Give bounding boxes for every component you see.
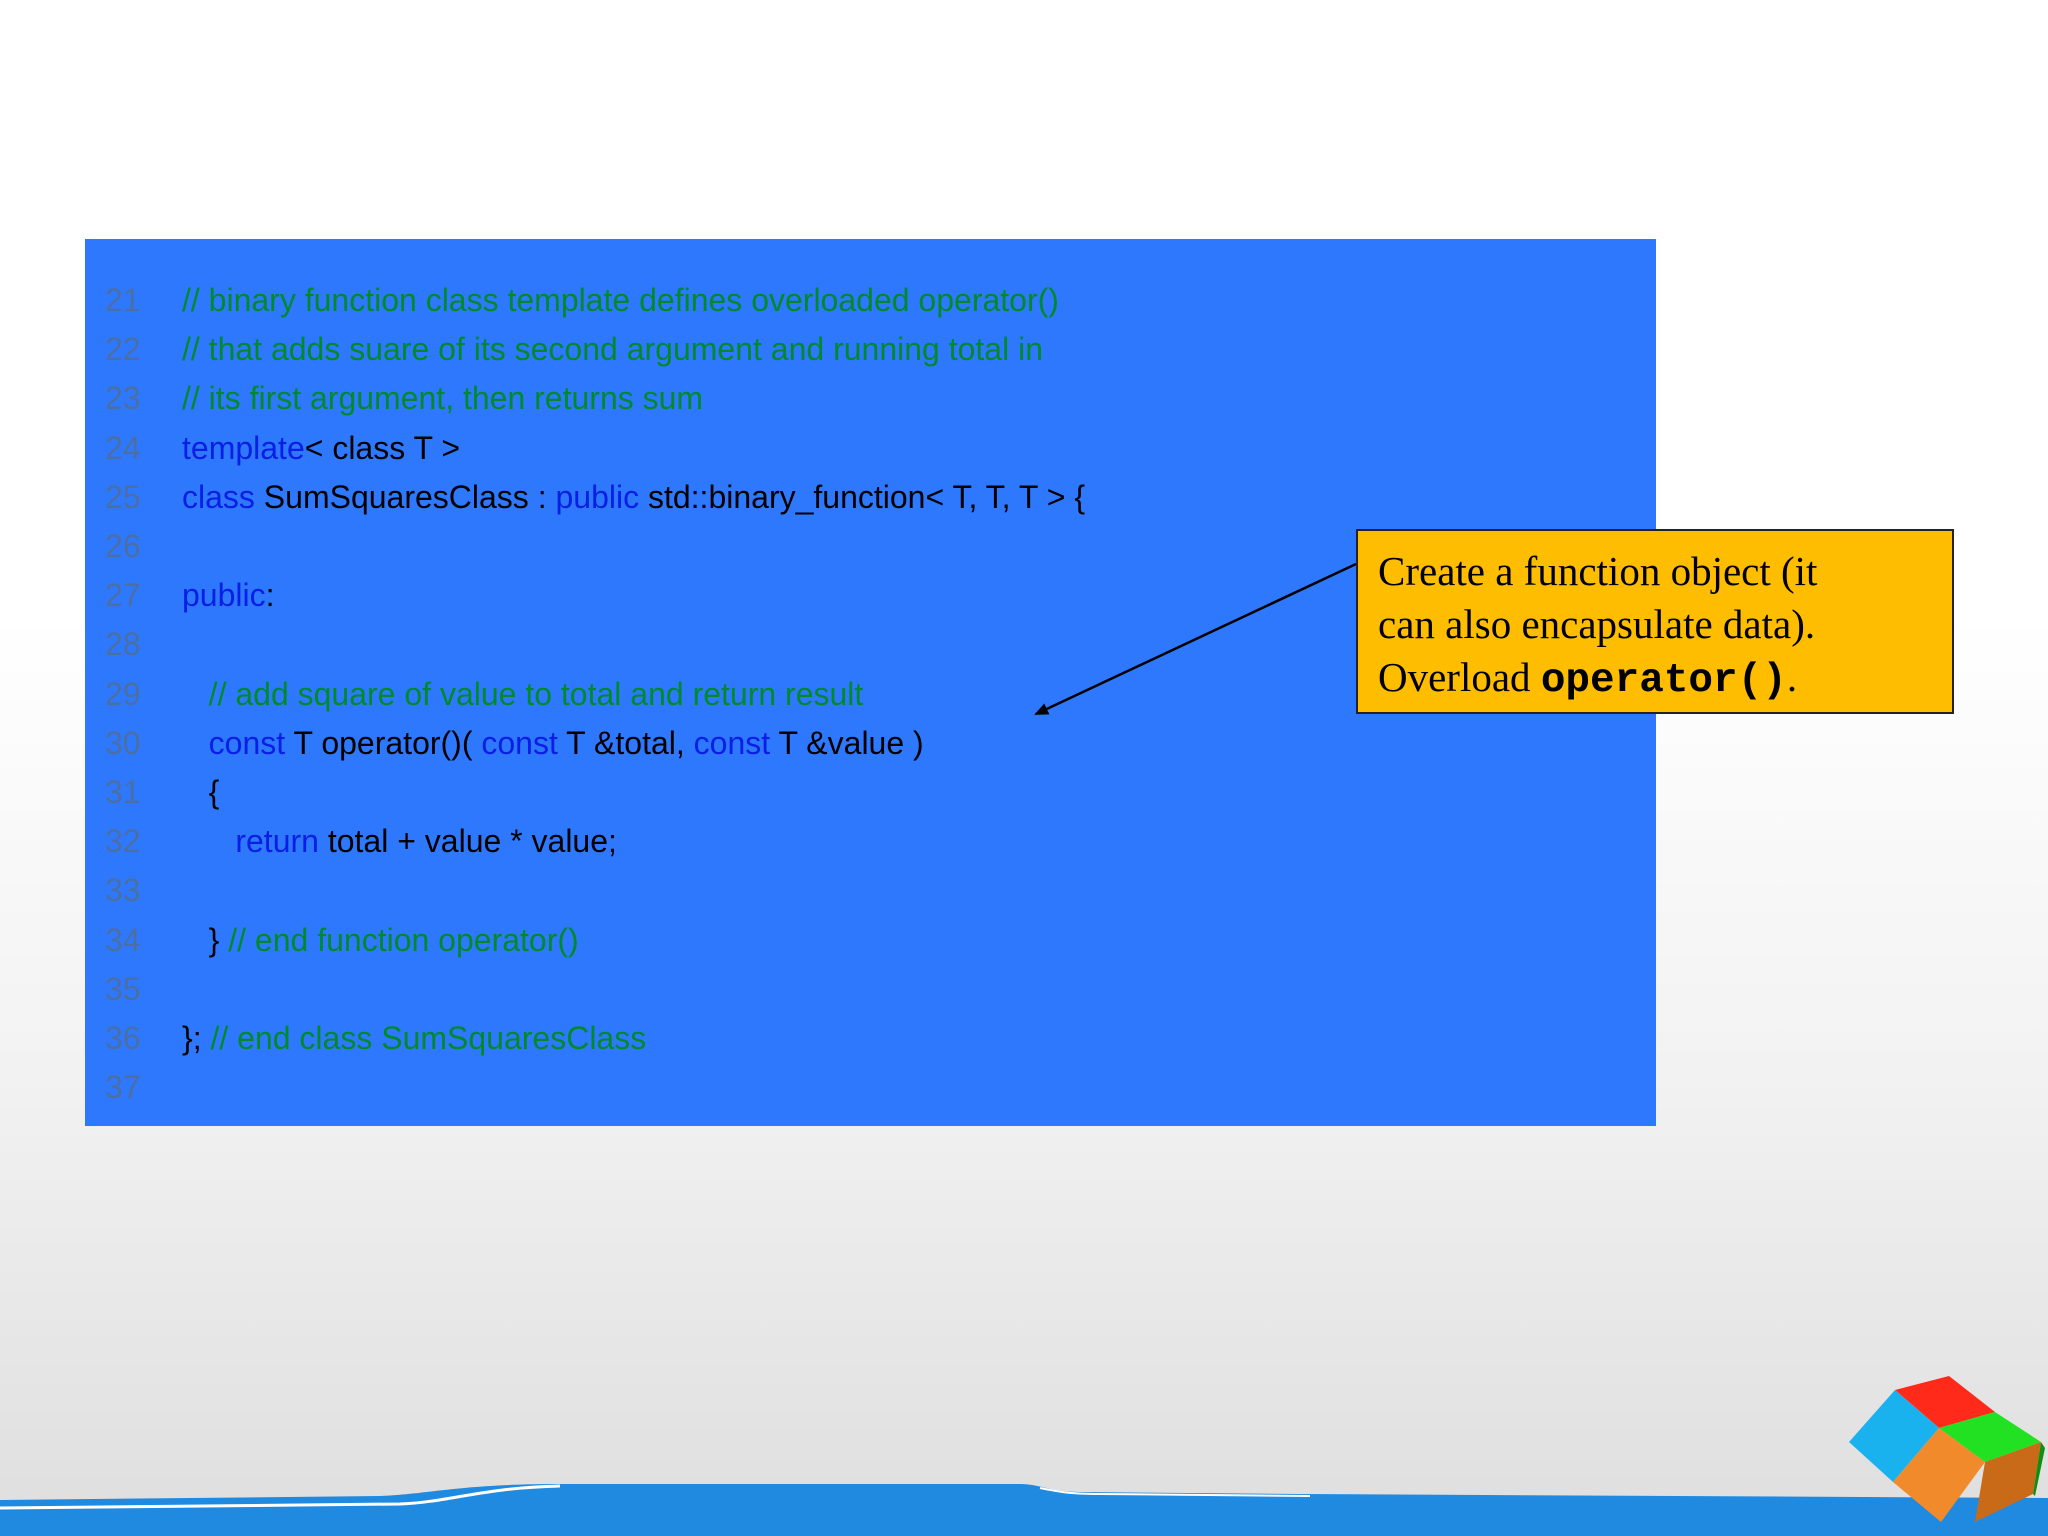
code-token-plain: T &total,	[557, 724, 694, 761]
line-number: 23	[105, 380, 141, 417]
code-token-comment: // that adds suare of its second argumen…	[182, 331, 1043, 368]
line-number: 32	[105, 823, 141, 860]
line-code: public:	[182, 571, 275, 620]
line-number: 28	[105, 626, 141, 663]
line-code: // add square of value to total and retu…	[182, 670, 864, 719]
code-token-keyword: const	[693, 724, 771, 761]
code-token-plain: total + value * value;	[318, 823, 617, 860]
cube-logo-icon	[1849, 1376, 2045, 1522]
code-token-plain: < class T >	[304, 429, 461, 466]
line-code: class SumSquaresClass : public std::bina…	[182, 473, 1085, 522]
line-code: return total + value * value;	[182, 817, 617, 866]
code-token-plain: T &value )	[770, 724, 924, 761]
callout-line-3-prefix: Overload	[1378, 654, 1541, 700]
callout-code-operator: operator()	[1540, 658, 1787, 704]
line-number: 37	[105, 1069, 141, 1106]
line-number: 35	[105, 970, 141, 1007]
line-code: template< class T >	[182, 424, 460, 473]
line-number: 26	[105, 528, 141, 564]
line-code: // that adds suare of its second argumen…	[182, 325, 1043, 374]
line-number: 33	[105, 872, 141, 909]
line-number: 34	[105, 921, 141, 958]
code-token-comment: // add square of value to total and retu…	[182, 675, 864, 712]
line-number: 22	[105, 331, 141, 368]
code-token-keyword: class	[182, 478, 255, 515]
line-code: // binary function class template define…	[182, 276, 1059, 325]
code-token-keyword: return	[235, 823, 319, 860]
code-token-plain: {	[182, 774, 220, 810]
code-token-comment: // binary function class template define…	[182, 282, 1059, 318]
line-code: // its first argument, then returns sum	[182, 374, 703, 423]
code-token-plain	[182, 725, 209, 761]
code-token-keyword: public	[182, 577, 266, 614]
code-token-keyword: const	[208, 724, 286, 761]
line-code: {	[182, 768, 220, 817]
line-number: 27	[105, 577, 141, 614]
line-number: 36	[105, 1020, 141, 1056]
line-number: 24	[105, 429, 141, 466]
code-token-comment: // end class SumSquaresClass	[210, 1020, 647, 1056]
code-token-plain: };	[182, 1020, 211, 1056]
code-token-keyword: template	[182, 429, 305, 466]
callout-line-3-suffix: .	[1786, 654, 1798, 700]
callout-line-1: Create a function object (it	[1378, 548, 1818, 594]
code-token-keyword: public	[555, 478, 640, 515]
callout-line-2: can also encapsulate data).	[1378, 601, 1816, 647]
callout-line-3: Overload operator().	[1378, 651, 1932, 708]
code-token-plain: :	[265, 577, 275, 614]
footer-wave-band	[0, 1484, 2048, 1536]
code-token-plain: SumSquaresClass :	[254, 478, 556, 515]
line-number: 25	[105, 478, 141, 515]
code-token-comment: // end function operator()	[228, 921, 579, 958]
code-token-keyword: const	[481, 724, 558, 761]
code-token-plain: std::binary_function< T, T, T > {	[639, 478, 1085, 515]
line-number: 30	[105, 724, 141, 761]
code-token-plain	[182, 823, 235, 859]
line-number: 21	[105, 282, 141, 318]
code-token-plain: T operator()(	[285, 724, 482, 761]
code-token-comment: // its first argument, then returns sum	[182, 380, 704, 417]
line-number: 29	[105, 675, 141, 712]
callout-box: Create a function object (it can also en…	[1356, 529, 1954, 714]
line-code: }; // end class SumSquaresClass	[182, 1014, 646, 1063]
line-code: } // end function operator()	[182, 916, 579, 965]
line-code: const T operator()( const T &total, cons…	[182, 719, 924, 768]
code-token-plain: }	[182, 921, 229, 958]
line-number: 31	[105, 774, 141, 810]
